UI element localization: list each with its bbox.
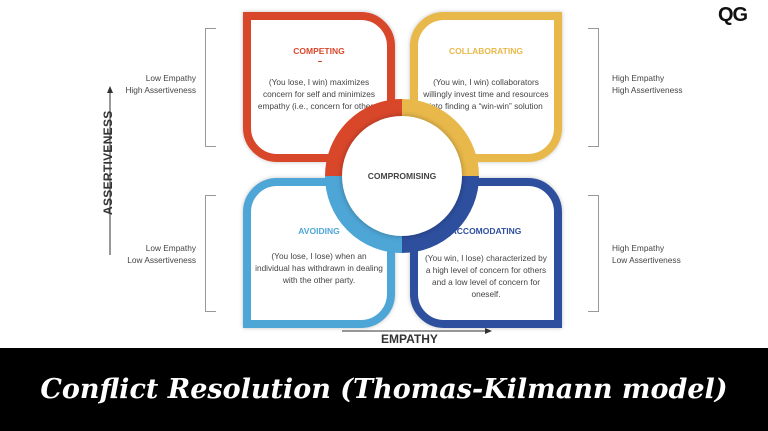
quadrant-collaborating: COLLABORATING (You win, I win) collabora… xyxy=(410,12,562,162)
center-label: COMPROMISING xyxy=(367,171,437,181)
label-line: High Empathy xyxy=(612,73,665,83)
x-axis-arrowhead xyxy=(485,328,492,334)
ring-segment-avoiding xyxy=(325,175,403,253)
center-ring xyxy=(325,99,479,253)
label-line: Low Empathy xyxy=(145,243,196,253)
quadrant-title: COMPETING xyxy=(293,46,345,56)
label-line: Low Assertiveness xyxy=(612,255,681,265)
ring-segment-competing xyxy=(325,99,403,177)
logo: QG xyxy=(718,4,748,26)
label-low-empathy-high-assertiveness: Low Empathy High Assertiveness xyxy=(125,72,196,96)
quadrant-title: AVOIDING xyxy=(298,226,340,236)
label-line: High Assertiveness xyxy=(125,85,196,95)
quadrant-text: (You lose, I lose) when an individual ha… xyxy=(255,251,383,285)
quadrant-text: (You win, I lose) characterized by a hig… xyxy=(425,253,547,299)
quadrant-text: (You lose, I win) maximizes concern for … xyxy=(257,77,381,111)
bracket-bottom-right xyxy=(588,195,599,312)
label-line: High Assertiveness xyxy=(612,85,683,95)
title-underline xyxy=(318,61,322,62)
label-line: High Empathy xyxy=(612,243,665,253)
title-banner: Conflict Resolution (Thomas-Kilmann mode… xyxy=(0,348,768,431)
quadrant-text: (You win, I win) collaborators willingly… xyxy=(423,77,549,111)
ring-segment-accomodating xyxy=(401,175,479,253)
label-high-empathy-high-assertiveness: High Empathy High Assertiveness xyxy=(612,72,683,96)
center-compromising: COMPROMISING xyxy=(342,116,462,236)
quadrant-avoiding: AVOIDING (You lose, I lose) when an indi… xyxy=(243,178,395,328)
label-line: Low Assertiveness xyxy=(127,255,196,265)
quadrant-title: ACCOMODATING xyxy=(450,226,522,236)
page-title: Conflict Resolution (Thomas-Kilmann mode… xyxy=(40,374,728,405)
quadrant-title: COLLABORATING xyxy=(449,46,523,56)
axis-arrows xyxy=(107,86,492,334)
bracket-bottom-left xyxy=(205,195,216,312)
label-low-empathy-low-assertiveness: Low Empathy Low Assertiveness xyxy=(127,242,196,266)
label-high-empathy-low-assertiveness: High Empathy Low Assertiveness xyxy=(612,242,681,266)
bracket-top-right xyxy=(588,28,599,147)
x-axis-label: EMPATHY xyxy=(381,332,438,346)
label-line: Low Empathy xyxy=(145,73,196,83)
bracket-top-left xyxy=(205,28,216,147)
y-axis-arrowhead xyxy=(107,86,113,93)
ring-segment-collaborating xyxy=(401,99,479,177)
